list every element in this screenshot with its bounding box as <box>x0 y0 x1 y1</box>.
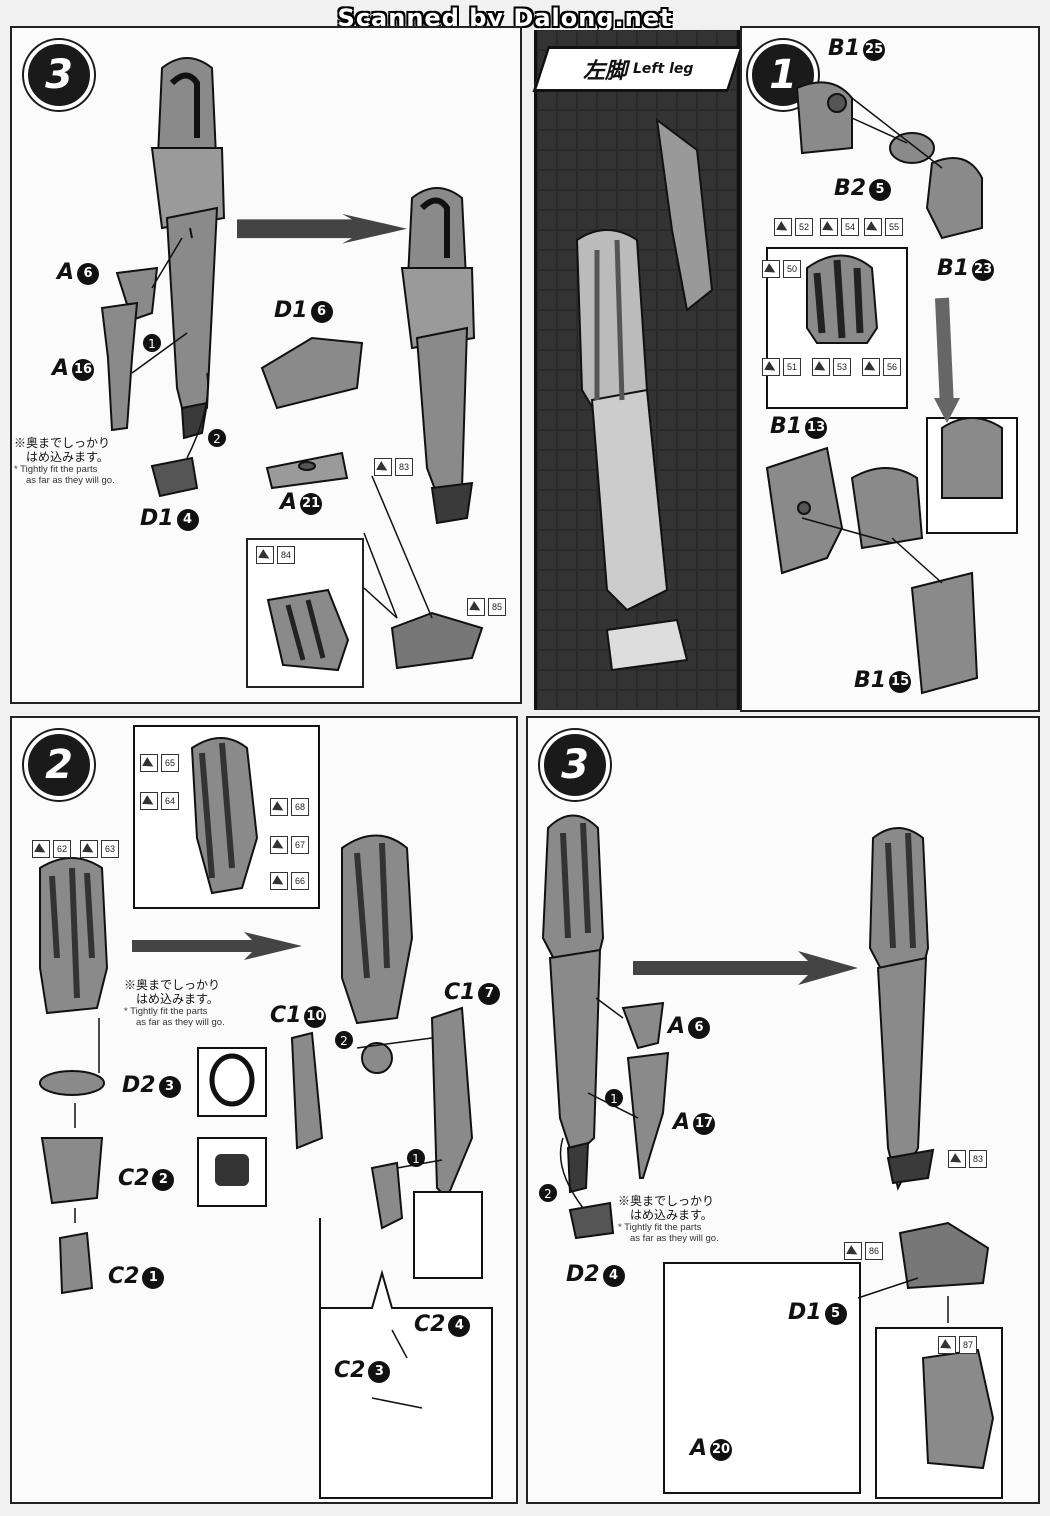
fit-note: ※奥までしっかり はめ込みます。 * Tightly fit the parts… <box>618 1194 719 1244</box>
order-mark: 2 <box>544 1187 552 1201</box>
sticker-84: 84 <box>256 546 295 564</box>
part-d4-piece <box>150 456 199 498</box>
step-badge: 3 <box>24 40 94 110</box>
leg-final-assembly-drawing: 1 2 <box>539 814 1003 1499</box>
sticker-66: 66 <box>270 872 309 890</box>
order-mark: 1 <box>610 1092 618 1106</box>
leg-assembly-left-drawing: 1 2 <box>100 57 484 670</box>
order-mark: 2 <box>213 432 221 446</box>
sticker-68: 68 <box>270 798 309 816</box>
product-photo <box>534 30 740 710</box>
sticker-56: 56 <box>862 358 901 376</box>
step-badge: 2 <box>24 730 94 800</box>
sticker-63: 63 <box>80 840 119 858</box>
flow-arrow <box>132 932 302 960</box>
sticker-65: 65 <box>140 754 179 772</box>
step-badge: 3 <box>540 730 610 800</box>
flow-arrow <box>237 213 407 244</box>
sticker-62: 62 <box>32 840 71 858</box>
order-mark: 2 <box>340 1034 348 1048</box>
section-title-en: Left leg <box>632 61 694 77</box>
order-mark: 1 <box>148 337 156 351</box>
section-banner: 左脚 Left leg <box>532 46 744 92</box>
sticker-83: 83 <box>948 1150 987 1168</box>
section-title-jp: 左脚 <box>582 59 627 84</box>
sticker-85: 85 <box>467 598 506 616</box>
leg-part-drawing <box>150 57 226 440</box>
sticker-50: 50 <box>762 260 801 278</box>
shoe-detail-inset: 84 <box>246 538 364 688</box>
sticker-83: 83 <box>374 458 413 476</box>
part-a16-piece <box>100 301 139 432</box>
sticker-51: 51 <box>762 358 801 376</box>
sticker-55: 55 <box>864 218 903 236</box>
step-badge: 1 <box>748 40 818 110</box>
sticker-53: 53 <box>812 358 851 376</box>
fit-note: ※奥までしっかり はめ込みます。 * Tightly fit the parts… <box>14 436 115 486</box>
sticker-67: 67 <box>270 836 309 854</box>
order-mark: 1 <box>412 1152 420 1166</box>
sticker-87: 87 <box>938 1336 977 1354</box>
sticker-64: 64 <box>140 792 179 810</box>
shoe-drawing <box>266 588 350 672</box>
panel-step-3-top: 3 1 2 <box>10 26 522 704</box>
thigh-assembly-drawing <box>765 81 1018 695</box>
sticker-52: 52 <box>774 218 813 236</box>
knee-assembly-drawing: 2 1 <box>39 725 493 1499</box>
sticker-86: 86 <box>844 1242 883 1260</box>
flow-arrow <box>633 951 858 985</box>
fit-note: ※奥までしっかり はめ込みます。 * Tightly fit the parts… <box>124 978 225 1028</box>
figure-photo-drawing <box>537 30 737 710</box>
sticker-54: 54 <box>820 218 859 236</box>
panel-step-2: 2 2 1 <box>10 716 518 1504</box>
